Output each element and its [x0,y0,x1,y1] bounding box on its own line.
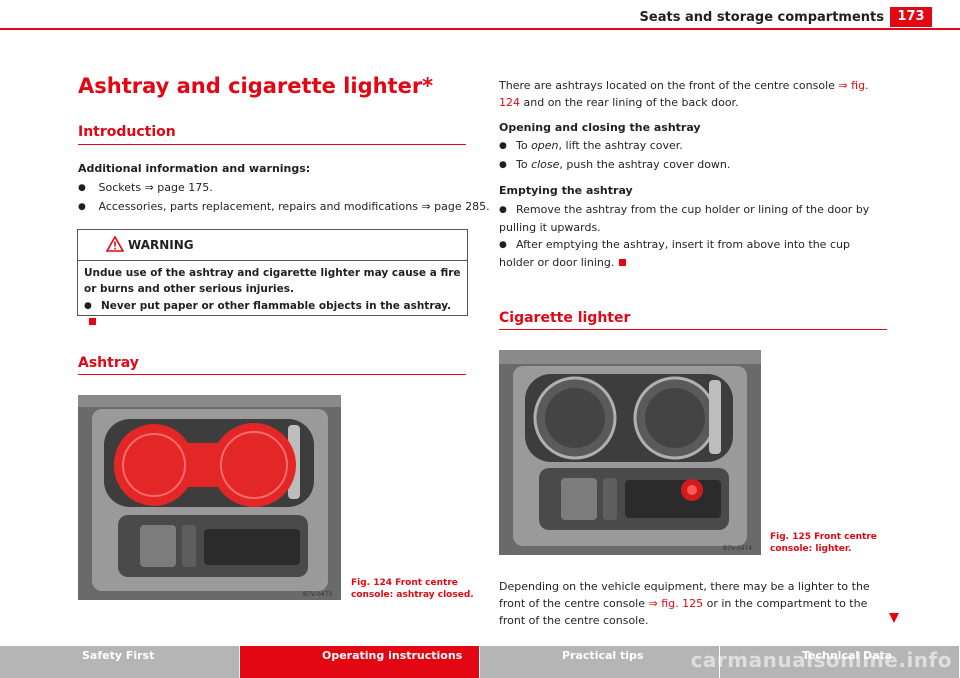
footer-tabs: Safety First Operating instructions Prac… [0,646,960,678]
open-instruction: To open, lift the ashtray cover. [499,137,683,155]
figure-code: B7V-0474 [723,545,752,552]
warning-label: WARNING [128,238,194,252]
tab-operating-instructions[interactable]: Operating instructions [240,646,480,678]
heading-rule [78,374,466,375]
warning-triangle-icon [106,236,124,252]
figure-125-caption: Fig. 125 Front centre console: lighter. [770,532,877,554]
continue-arrow-icon [889,613,899,623]
warning-bullet: Never put paper or other flammable objec… [84,298,461,330]
running-header-title: Seats and storage compartments [639,10,884,25]
warning-box: WARNING Undue use of the ashtray and cig… [77,229,468,325]
emptying-heading: Emptying the ashtray [499,184,633,197]
lighter-text: Depending on the vehicle equipment, ther… [499,580,870,627]
end-mark-icon [89,318,96,325]
watermark: carmanualsonline.info [690,648,952,672]
tab-practical-tips[interactable]: Practical tips [480,646,720,678]
ashtray-location-text: There are ashtrays located on the front … [499,79,869,109]
open-close-heading: Opening and closing the ashtray [499,121,701,134]
section-title: Ashtray and cigarette lighter* [78,74,434,98]
intro-lead: Additional information and warnings: [78,162,311,175]
warning-text: Undue use of the ashtray and cigarette l… [84,267,461,295]
figure-code: B7V-0473 [303,591,332,598]
fig-124-link[interactable]: ⇒ fig. 124 [499,79,869,109]
emptying-step-2: After emptying the ashtray, insert it fr… [499,236,887,271]
figure-125-lighter: B7V-0474 [499,350,761,555]
header-rule [0,28,960,30]
lighter-heading: Cigarette lighter [499,310,631,326]
figure-124-caption: Fig. 124 Front centre console: ashtray c… [351,578,474,600]
close-instruction: To close, push the ashtray cover down. [499,156,730,174]
warning-header: WARNING [78,230,467,261]
end-mark-icon [619,259,627,266]
intro-item-accessories: Accessories, parts replacement, repairs … [78,198,490,216]
page-number: 173 [890,7,932,27]
figure-124-ashtray-closed: B7V-0473 [78,395,341,600]
heading-rule [499,329,887,330]
fig-125-link[interactable]: ⇒ fig. 125 [648,597,704,610]
heading-rule [78,144,466,145]
intro-heading: Introduction [78,124,176,140]
emptying-step-1: Remove the ashtray from the cup holder o… [499,201,887,236]
ashtray-heading: Ashtray [78,355,139,371]
intro-item-sockets: Sockets ⇒ page 175. [78,179,213,197]
tab-safety-first[interactable]: Safety First [0,646,240,678]
